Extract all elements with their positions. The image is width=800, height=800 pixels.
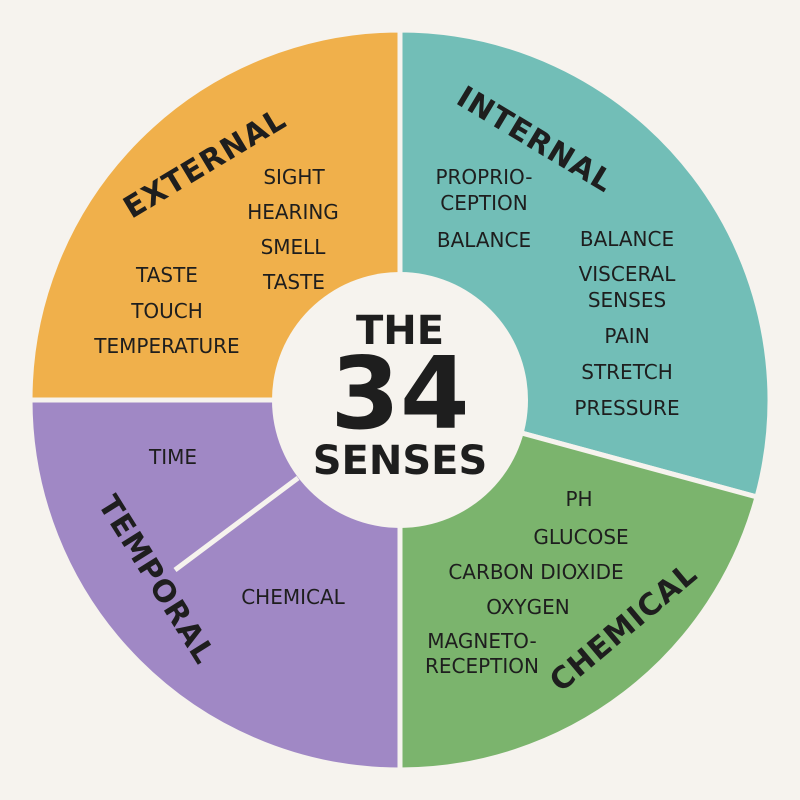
segment-external (27, 27, 403, 403)
title-senses: SENSES (313, 438, 488, 484)
item-ception: CEPTION (440, 191, 527, 215)
title-the: THE (356, 308, 444, 354)
item-taste: TASTE (262, 270, 325, 294)
center-circle (272, 272, 528, 528)
item-senses: SENSES (588, 288, 666, 312)
item-ph: PH (565, 487, 592, 511)
item-visceral: VISCERAL (579, 262, 677, 286)
item-balance: BALANCE (437, 228, 531, 252)
item-oxygen: OXYGEN (486, 595, 569, 619)
segment-chemical (397, 396, 761, 773)
item-carbon-dioxide: CARBON DIOXIDE (448, 560, 623, 584)
item-balance-2: BALANCE (580, 227, 674, 251)
item-hearing: HEARING (247, 200, 339, 224)
item-touch: TOUCH (130, 299, 203, 323)
item-glucose: GLUCOSE (533, 525, 628, 549)
item-smell: SMELL (261, 235, 327, 259)
item-chemical: CHEMICAL (241, 585, 345, 609)
item-pain: PAIN (604, 324, 649, 348)
item-sight: SIGHT (263, 165, 325, 189)
temporal-divider (173, 475, 300, 573)
item-time: TIME (148, 445, 197, 469)
item-proprio: PROPRIO- (435, 165, 532, 189)
item-magneto: MAGNETO- (427, 629, 536, 653)
item-pressure: PRESSURE (574, 396, 679, 420)
item-taste-2: TASTE (135, 263, 198, 287)
item-stretch: STRETCH (581, 360, 673, 384)
title-number: 34 (330, 335, 469, 452)
item-reception: RECEPTION (425, 654, 539, 678)
segment-temporal (27, 397, 403, 773)
item-temperature: TEMPERATURE (93, 334, 239, 358)
